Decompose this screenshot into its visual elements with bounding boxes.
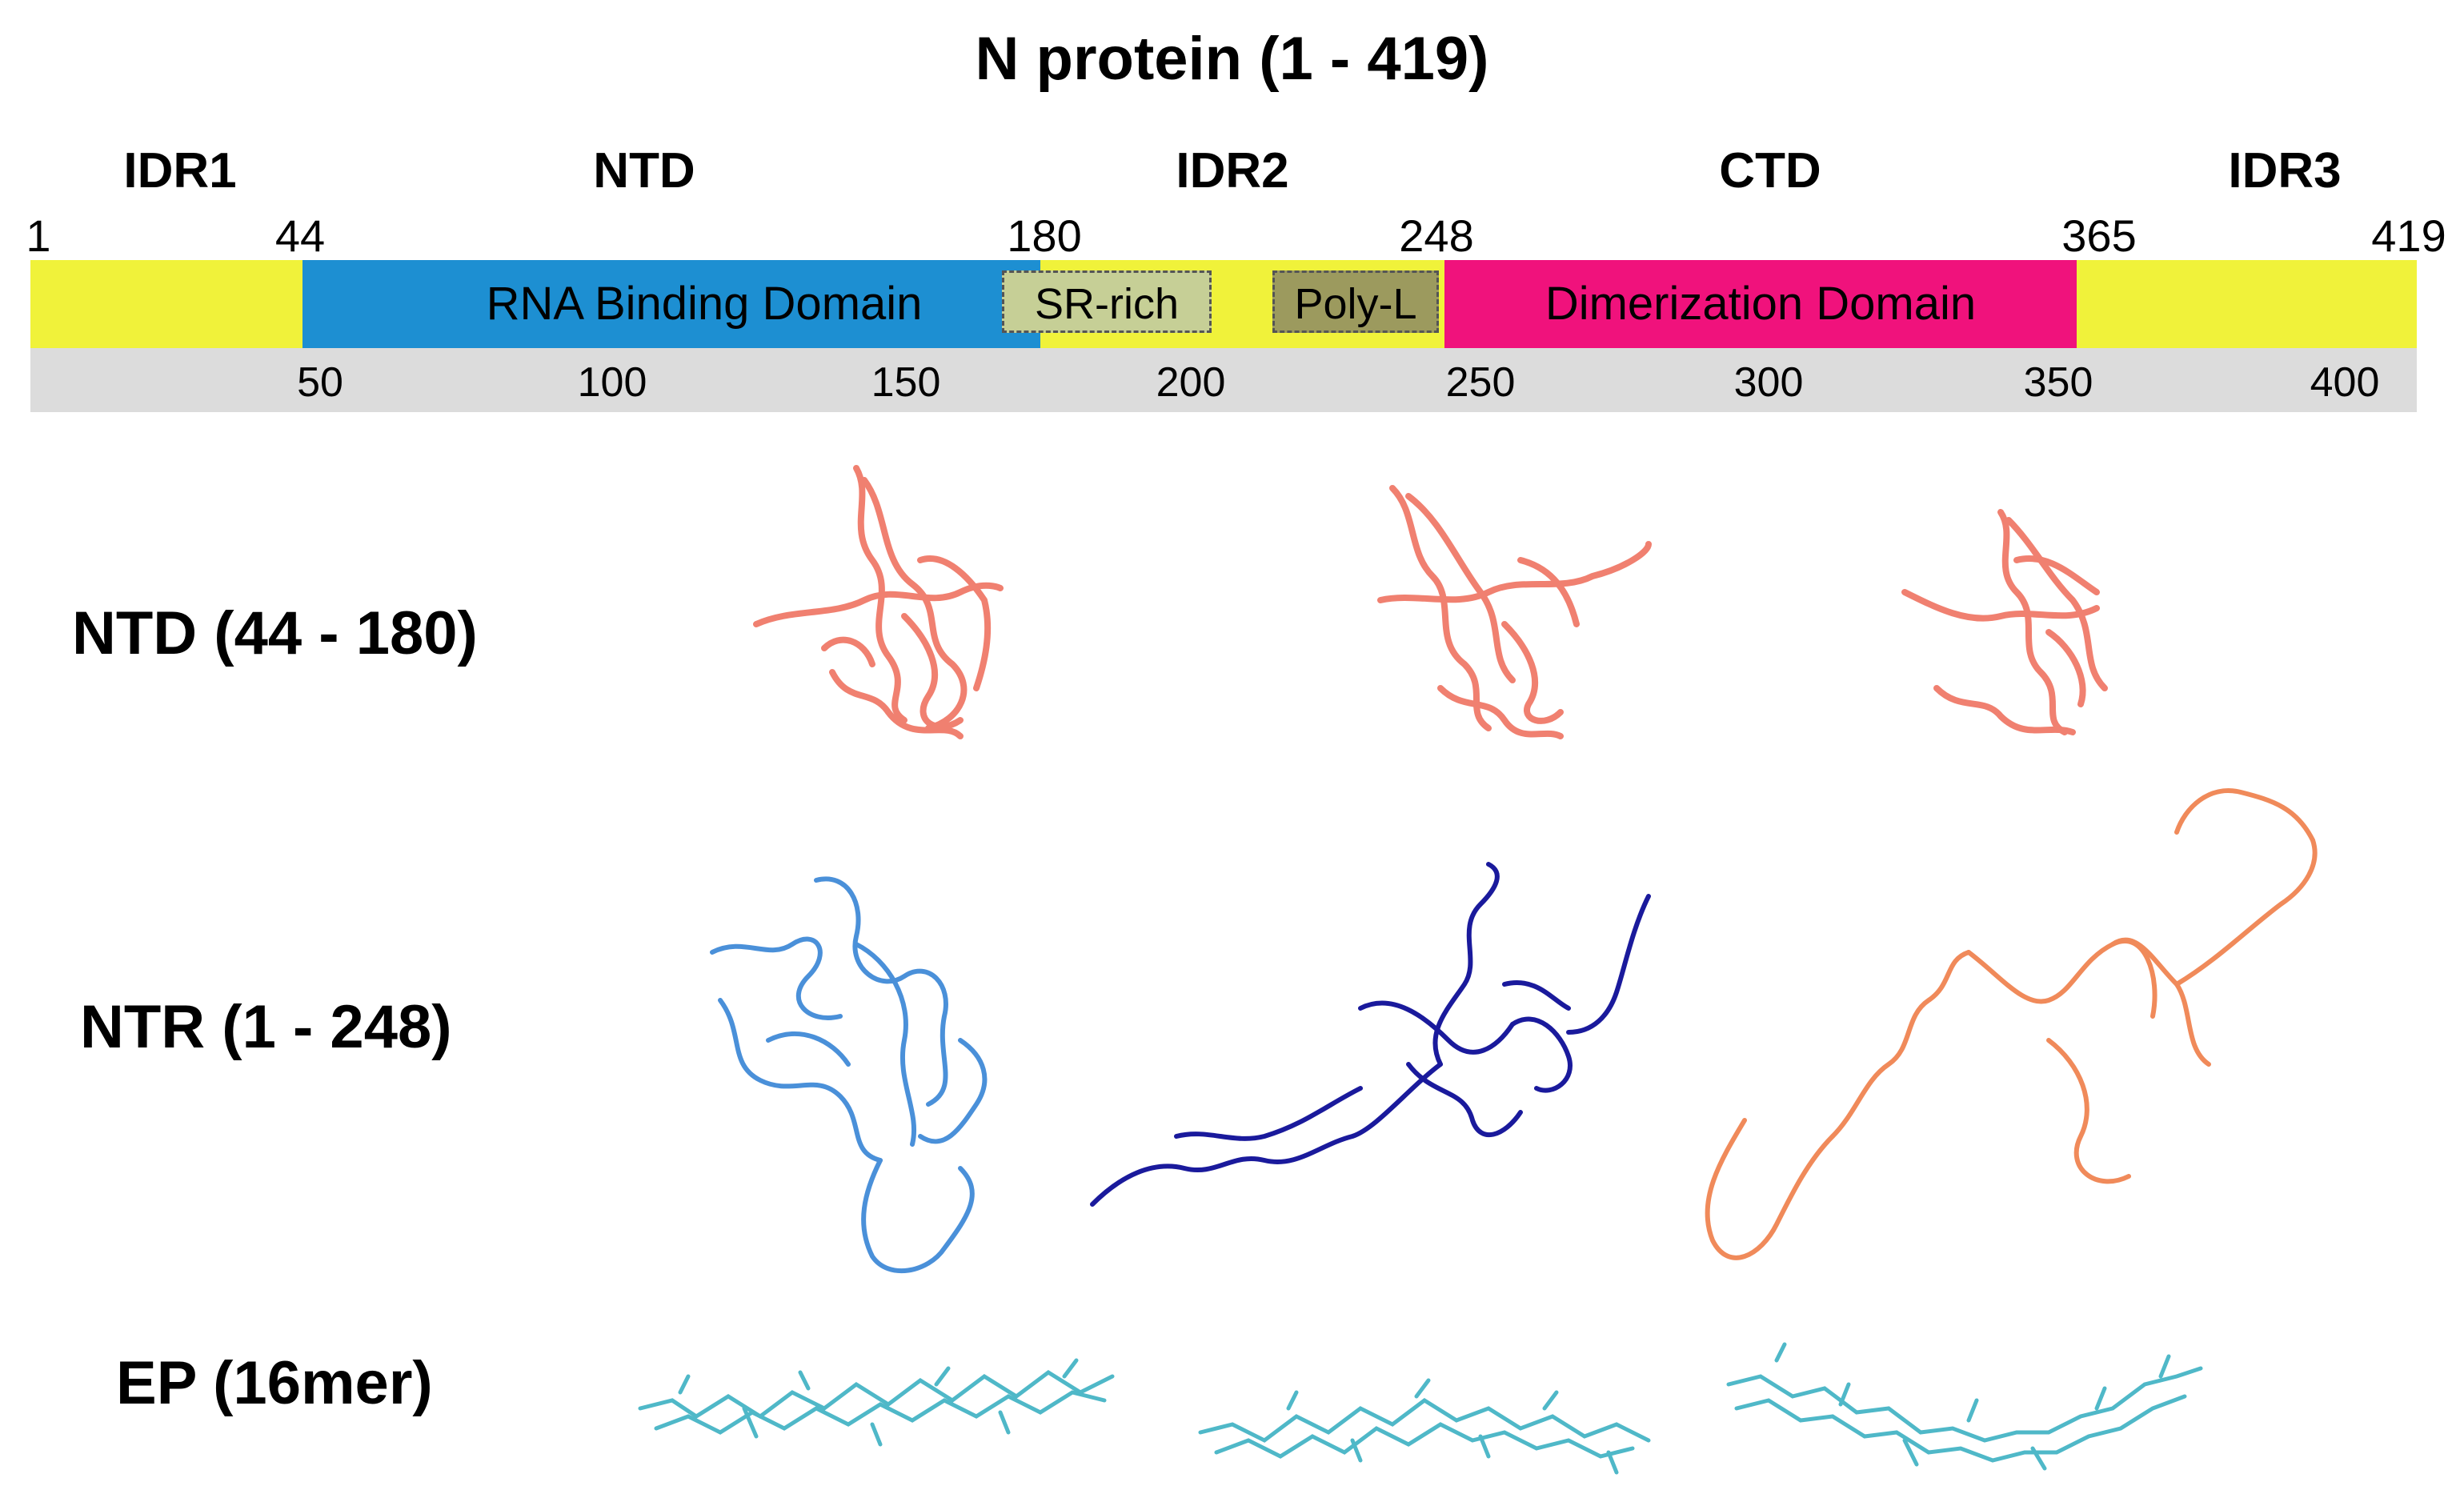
ruler-tick: 350 (2023, 359, 2093, 406)
dimerization-domain-segment (1444, 260, 2077, 348)
ntd-structure-1 (753, 465, 1004, 739)
region-label-idr3: IDR3 (2228, 143, 2342, 198)
rna-binding-domain-segment (302, 260, 1040, 348)
ruler-tick: 200 (1156, 359, 1226, 406)
ruler-tick: 250 (1445, 359, 1516, 406)
rna-binding-domain-label: RNA Binding Domain (486, 278, 923, 330)
row-label-ntd: NTD (44 - 180) (72, 599, 478, 667)
boundary-180: 180 (1007, 210, 1082, 261)
ntr-structure-1 (710, 876, 988, 1274)
poly-l-motif: Poly-L (1272, 270, 1439, 333)
ruler-tick: 400 (2310, 359, 2380, 406)
boundary-419: 419 (2371, 210, 2446, 261)
ntr-structure-3 (1705, 788, 2318, 1260)
dimerization-domain-label: Dimerization Domain (1545, 278, 1977, 330)
ep-structure-3 (1726, 1342, 2203, 1471)
idr3-segment (2077, 260, 2417, 348)
region-label-ntd: NTD (593, 143, 695, 198)
ruler-tick: 100 (577, 359, 647, 406)
ntr-structure-2 (1090, 862, 1651, 1207)
ep-structure-1 (638, 1358, 1115, 1447)
diagram-title: N protein (1 - 419) (975, 25, 1489, 93)
ep-structure-2 (1198, 1378, 1651, 1475)
region-label-ctd: CTD (1719, 143, 1821, 198)
ruler-tick: 300 (1733, 359, 1804, 406)
row-label-ep: EP (16mer) (116, 1349, 433, 1417)
residue-ruler (30, 348, 2417, 412)
boundary-365: 365 (2061, 210, 2137, 261)
region-label-idr1: IDR1 (123, 143, 237, 198)
ruler-tick: 150 (871, 359, 941, 406)
boundary-44: 44 (274, 210, 326, 261)
idr1-segment (30, 260, 302, 348)
sr-rich-motif: SR-rich (1002, 270, 1212, 333)
ruler-tick: 50 (297, 359, 343, 406)
boundary-1: 1 (26, 210, 51, 261)
poly-l-label: Poly-L (1294, 280, 1417, 328)
region-label-idr2: IDR2 (1176, 143, 1289, 198)
boundary-248: 248 (1399, 210, 1474, 261)
row-label-ntr: NTR (1 - 248) (80, 993, 452, 1061)
ntd-structure-3 (1901, 509, 2108, 735)
sr-rich-label: SR-rich (1034, 280, 1179, 328)
ntd-structure-2 (1377, 485, 1652, 739)
